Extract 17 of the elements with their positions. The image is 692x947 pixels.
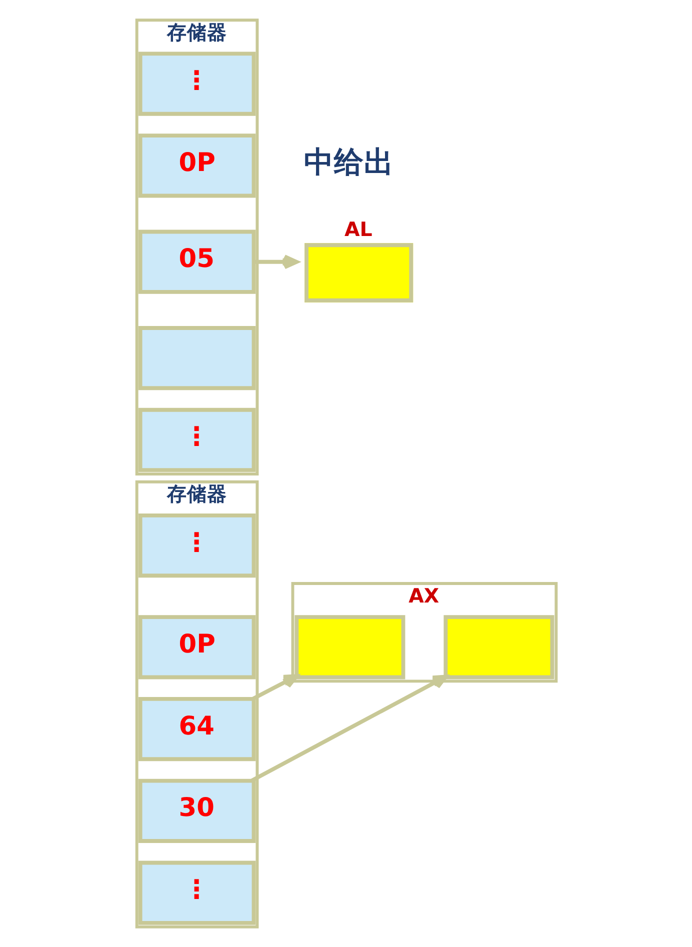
node-box [138, 326, 256, 390]
node-box: ⋮ [138, 52, 256, 116]
arrow [251, 674, 298, 701]
node-box: ⋮ [138, 513, 256, 578]
node-box [443, 615, 554, 680]
label: 中给出 [304, 145, 394, 180]
node-box: ⋮ [138, 860, 256, 925]
node-box: 05 [138, 230, 256, 294]
arrow [250, 674, 448, 782]
node-label: AL [344, 218, 372, 242]
node-box: ⋮ [138, 408, 256, 472]
node-box: 30 [138, 778, 256, 843]
node-box: 0P [138, 615, 256, 680]
node-box [294, 615, 405, 680]
node-box: 64 [138, 696, 256, 762]
cluster: AX [290, 582, 558, 683]
node-box: 0P [138, 134, 256, 198]
